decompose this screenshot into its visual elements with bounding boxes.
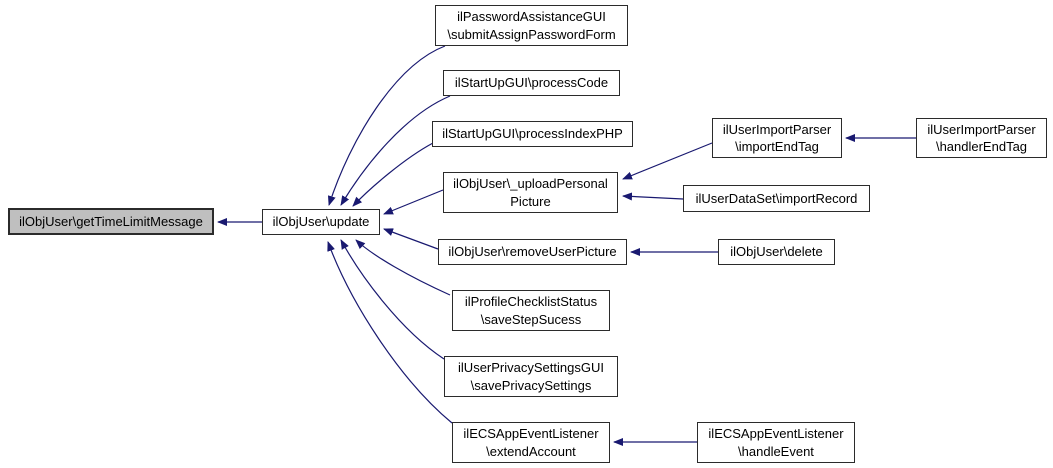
node-import-end-tag[interactable]: ilUserImportParser \importEndTag xyxy=(712,118,842,158)
node-remove-user-picture[interactable]: ilObjUser\removeUserPicture xyxy=(438,239,627,265)
node-upload-personal-picture[interactable]: ilObjUser\_uploadPersonal Picture xyxy=(443,172,618,213)
node-get-time-limit-message[interactable]: ilObjUser\getTimeLimitMessage xyxy=(8,208,214,235)
node-save-privacy-settings[interactable]: ilUserPrivacySettingsGUI \savePrivacySet… xyxy=(444,356,618,397)
edge-import-end-tag-to-upload-personal-picture xyxy=(622,142,713,180)
node-handle-event[interactable]: ilECSAppEventListener \handleEvent xyxy=(697,422,855,463)
node-submit-assign-password-form[interactable]: ilPasswordAssistanceGUI \submitAssignPas… xyxy=(435,5,628,46)
node-delete[interactable]: ilObjUser\delete xyxy=(718,239,835,265)
node-save-step-sucess[interactable]: ilProfileChecklistStatus \saveStepSucess xyxy=(452,290,610,331)
edge-submit-assign-password-form-to-update xyxy=(327,45,446,206)
edge-process-index-php-to-update xyxy=(352,142,434,207)
edge-extend-account-to-update xyxy=(327,241,453,424)
node-process-index-php[interactable]: ilStartUpGUI\processIndexPHP xyxy=(432,121,633,147)
node-extend-account[interactable]: ilECSAppEventListener \extendAccount xyxy=(452,422,610,463)
edge-import-record-to-upload-personal-picture xyxy=(622,192,684,201)
edge-save-step-sucess-to-update xyxy=(355,239,451,296)
node-process-code[interactable]: ilStartUpGUI\processCode xyxy=(443,70,620,96)
edge-save-privacy-settings-to-update xyxy=(340,239,445,360)
edge-process-code-to-update xyxy=(340,95,451,206)
edge-upload-personal-picture-to-update xyxy=(383,189,444,215)
node-update[interactable]: ilObjUser\update xyxy=(262,209,380,235)
edge-remove-user-picture-to-update xyxy=(383,228,439,250)
node-import-record[interactable]: ilUserDataSet\importRecord xyxy=(683,185,870,212)
node-handler-end-tag[interactable]: ilUserImportParser \handlerEndTag xyxy=(916,118,1047,158)
